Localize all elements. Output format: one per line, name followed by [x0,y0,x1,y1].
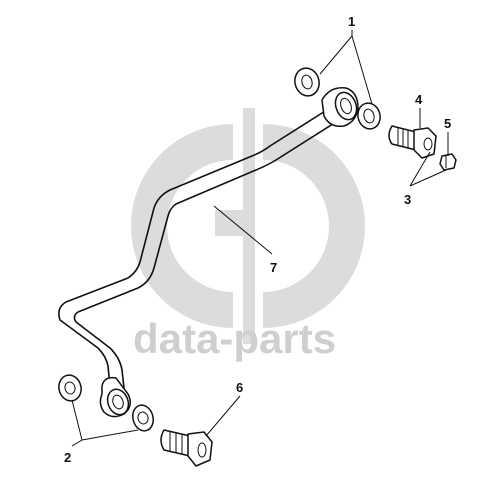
callout-7: 7 [270,260,277,275]
callout-3: 3 [404,192,411,207]
leader-2 [71,399,139,447]
lower-washer-right [132,404,154,432]
lower-washer-left [58,374,82,402]
upper-banjo-fitting [321,87,359,128]
leader-7 [213,205,273,255]
leader-3 [409,151,447,187]
upper-washer-right [357,102,381,130]
oil-pipe [58,107,337,389]
upper-washer-left [294,67,320,97]
leader-6 [205,395,241,437]
bleed-screw [439,153,457,171]
watermark-logo [131,108,365,344]
lower-banjo-fitting [99,376,131,418]
callout-6: 6 [236,380,243,395]
callout-4: 4 [415,92,423,107]
leader-lines [71,30,449,447]
lower-banjo-bolt [160,429,213,467]
callout-5: 5 [444,116,451,131]
callout-1: 1 [348,14,355,29]
callout-2: 2 [64,450,71,465]
upper-banjo-bolt [388,125,437,159]
leader-1 [319,30,373,105]
watermark-text: data-parts [133,315,336,362]
